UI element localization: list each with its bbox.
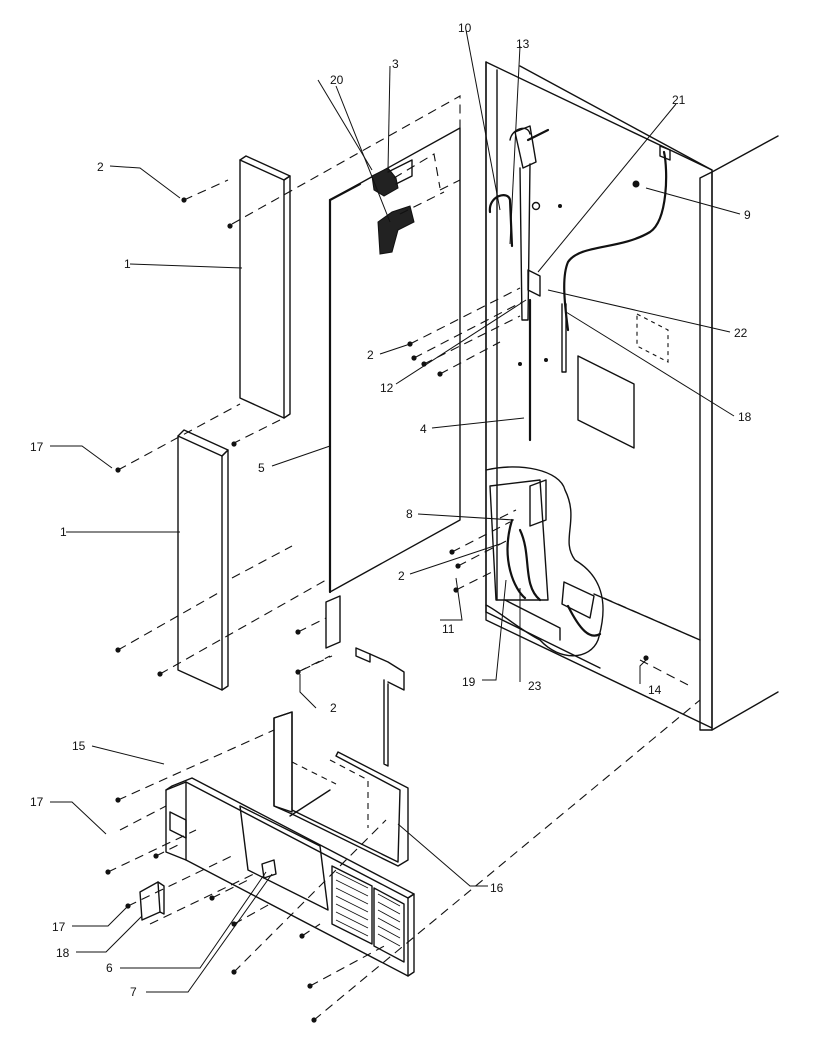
callout-11: 11 (442, 622, 455, 636)
callout-1: 1 (124, 257, 131, 271)
side-panel-lower (177, 429, 229, 691)
callout-17: 17 (52, 920, 66, 934)
cabinet-body (485, 61, 779, 731)
callout-12: 12 (380, 381, 394, 395)
callout-6: 6 (106, 961, 113, 975)
callout-7: 7 (130, 985, 137, 999)
callout-17: 17 (30, 440, 44, 454)
leader-lines (50, 29, 741, 993)
callout-4: 4 (420, 422, 427, 436)
callout-5: 5 (258, 461, 265, 475)
callout-9: 9 (744, 208, 751, 222)
callout-17: 17 (30, 795, 44, 809)
kick-plate (165, 777, 415, 977)
alignment-lines (107, 95, 701, 1021)
callout-19: 19 (462, 675, 476, 689)
kick-clip (261, 859, 277, 879)
callout-2: 2 (330, 701, 337, 715)
small-bracket (139, 881, 165, 921)
callout-3: 3 (392, 57, 399, 71)
callout-labels: 2 1 17 1 5 3 20 10 13 21 9 22 18 2 12 4 … (30, 21, 752, 999)
callout-16: 16 (490, 881, 504, 895)
callout-2: 2 (367, 348, 374, 362)
rear-panel (325, 127, 461, 649)
callout-2: 2 (398, 569, 405, 583)
upper-shroud (273, 711, 409, 867)
drain-tubes (527, 145, 671, 442)
callout-2: 2 (97, 160, 104, 174)
callout-10: 10 (458, 21, 472, 35)
callout-20: 20 (330, 73, 344, 87)
mounting-blocks (371, 159, 415, 255)
callout-14: 14 (648, 683, 662, 697)
callout-1: 1 (60, 525, 67, 539)
top-brackets (488, 125, 550, 321)
compressor-compartment (485, 466, 604, 657)
callout-21: 21 (672, 93, 686, 107)
callout-8: 8 (406, 507, 413, 521)
wire-clip (355, 647, 405, 767)
callout-13: 13 (516, 37, 530, 51)
callout-22: 22 (734, 326, 748, 340)
callout-15: 15 (72, 739, 86, 753)
callout-18: 18 (738, 410, 752, 424)
side-panel-upper (239, 155, 291, 419)
callout-23: 23 (528, 679, 542, 693)
callout-18: 18 (56, 946, 70, 960)
